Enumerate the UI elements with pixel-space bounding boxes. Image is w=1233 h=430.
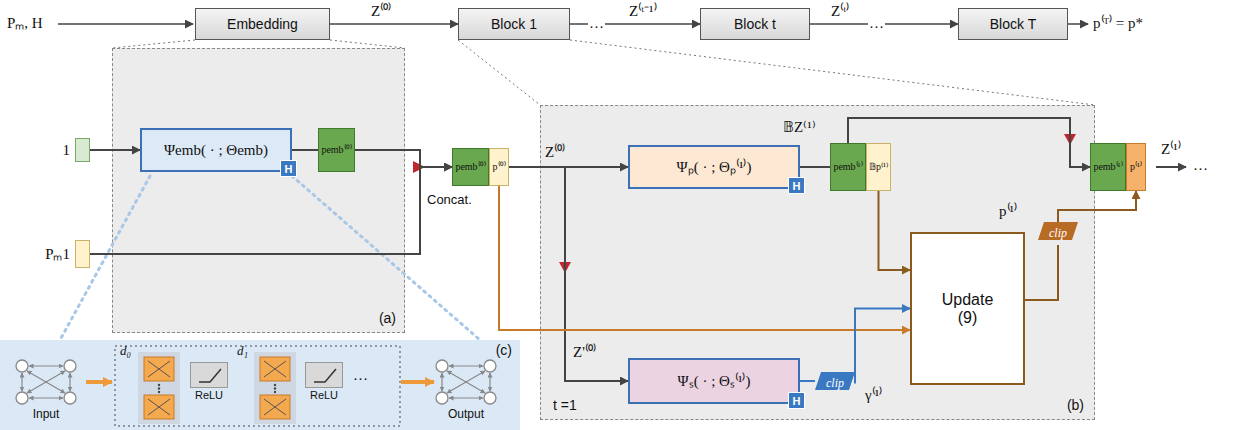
panel-label: (b) — [1067, 397, 1084, 413]
node-text: Pₘ1 — [45, 245, 70, 263]
signal-label: 𝔹Z⁽¹⁾ — [782, 118, 817, 136]
node-text: pemb⁽⁰⁾ — [455, 161, 485, 173]
node-text: pemb⁽¹⁾ — [833, 161, 862, 173]
clip-tag: clip — [815, 372, 855, 395]
graph-label: Output — [447, 407, 485, 421]
ellipsis: … — [588, 14, 605, 32]
dimension-label: d₀ — [119, 343, 132, 359]
relu-icon — [306, 363, 344, 389]
power-vector: 𝔹p⁽¹⁾ — [866, 143, 891, 191]
signal-label: p⁽¹⁾ — [998, 202, 1018, 220]
relu-icon — [191, 363, 229, 389]
node-text: ReLU — [195, 389, 223, 401]
node-text: Ψₛ( · ; Θₛ⁽¹⁾) — [678, 372, 751, 390]
block-box: Block T — [958, 8, 1068, 40]
embedding-vector: pemb⁽¹⁾ — [1090, 143, 1126, 191]
output-wire — [1156, 166, 1186, 168]
activation-box: ReLU — [305, 362, 343, 388]
input-label: Pₘ, H — [6, 14, 44, 32]
embedding-vector: pemb⁽¹⁾ — [830, 143, 866, 191]
node-text: pemb⁽⁰⁾ — [321, 144, 351, 156]
update-box: Update(9) — [910, 232, 1025, 385]
gnn-box: H Ψₛ( · ; Θₛ⁽¹⁾) — [628, 358, 800, 404]
clip-tag: clip — [1038, 222, 1078, 245]
node-text: clip — [1049, 226, 1067, 240]
graph-badge: H — [788, 177, 805, 194]
graph-badge: H — [280, 160, 297, 177]
signal-label: Z⁽¹⁾ — [1160, 140, 1182, 158]
activation-box: ReLU — [190, 362, 228, 388]
node-text: p⁽⁰⁾ — [493, 161, 506, 173]
node-text: H — [793, 180, 801, 192]
node-text: 1 — [63, 141, 71, 159]
power-vector: p⁽¹⁾ — [1126, 143, 1146, 191]
node-text: H — [285, 163, 293, 175]
node-text: clip — [826, 376, 844, 390]
panel-label: (c) — [496, 342, 512, 358]
graph-label: Input — [32, 407, 61, 421]
input-wire — [58, 23, 193, 25]
node-text: Update — [942, 291, 994, 309]
node-text: p⁽¹⁾ — [1130, 161, 1142, 173]
gnn-box: H Ψemb( · ; Θemb) — [140, 128, 292, 172]
node-text: pemb⁽¹⁾ — [1093, 161, 1122, 173]
output-label: p⁽ᵀ⁾ = p* — [1092, 14, 1144, 32]
dimension-label: d₁ — [236, 343, 249, 359]
block-box: Block t — [700, 8, 810, 40]
node-text: ReLU — [310, 389, 338, 401]
detail-panel: ReLUReLU(c) — [0, 340, 520, 430]
node-text: Block 1 — [491, 16, 537, 32]
embedding-vector: pemb⁽⁰⁾ — [452, 148, 489, 186]
ellipsis: … — [352, 366, 369, 384]
ellipsis: … — [868, 14, 885, 32]
detail-panel: H Ψₚ( · ; Θₚ⁽¹⁾) pemb⁽¹⁾ 𝔹p⁽¹⁾ H Ψₛ( · ; Θₛ⁽¹… — [540, 105, 1095, 420]
edge-label: Z⁽⁰⁾ — [370, 2, 392, 20]
gnn-box: H Ψₚ( · ; Θₚ⁽¹⁾) — [628, 145, 800, 189]
input-vector: Pₘ1 — [75, 240, 90, 268]
module-box: Embedding — [195, 8, 330, 40]
node-text: Ψemb( · ; Θemb) — [164, 141, 268, 159]
operation-label: Concat. — [426, 192, 473, 207]
ellipsis: … — [1192, 156, 1209, 174]
edge-label: Z'⁽⁰⁾ — [572, 343, 597, 361]
node-text: 𝔹p⁽¹⁾ — [869, 161, 888, 173]
edge-label: Z⁽⁰⁾ — [544, 143, 566, 161]
node-text: Ψₚ( · ; Θₚ⁽¹⁾) — [677, 158, 752, 176]
node-text: Block t — [734, 16, 776, 32]
node-text: (9) — [958, 309, 978, 327]
input-vector: 1 — [75, 138, 90, 162]
node-text: Block T — [990, 16, 1036, 32]
concat-marker — [413, 161, 425, 173]
panel-label: (a) — [379, 310, 396, 326]
graph-badge: H — [788, 392, 805, 409]
edge-label: Z⁽ᵗ⁾ — [830, 2, 850, 20]
node-text: Embedding — [227, 16, 298, 32]
power-vector: p⁽⁰⁾ — [489, 148, 509, 186]
connector — [330, 23, 458, 25]
edge-label: Z⁽ᵗ⁻¹⁾ — [628, 2, 658, 20]
node-text: H — [793, 395, 801, 407]
edge-label: γ⁽¹⁾ — [864, 386, 883, 404]
block-box: Block 1 — [458, 8, 570, 40]
output-wire — [1068, 23, 1088, 25]
panel-label: t =1 — [553, 397, 577, 413]
embedding-vector: pemb⁽⁰⁾ — [318, 128, 355, 172]
detail-panel: H Ψemb( · ; Θemb) pemb⁽⁰⁾ (a) — [112, 48, 405, 333]
